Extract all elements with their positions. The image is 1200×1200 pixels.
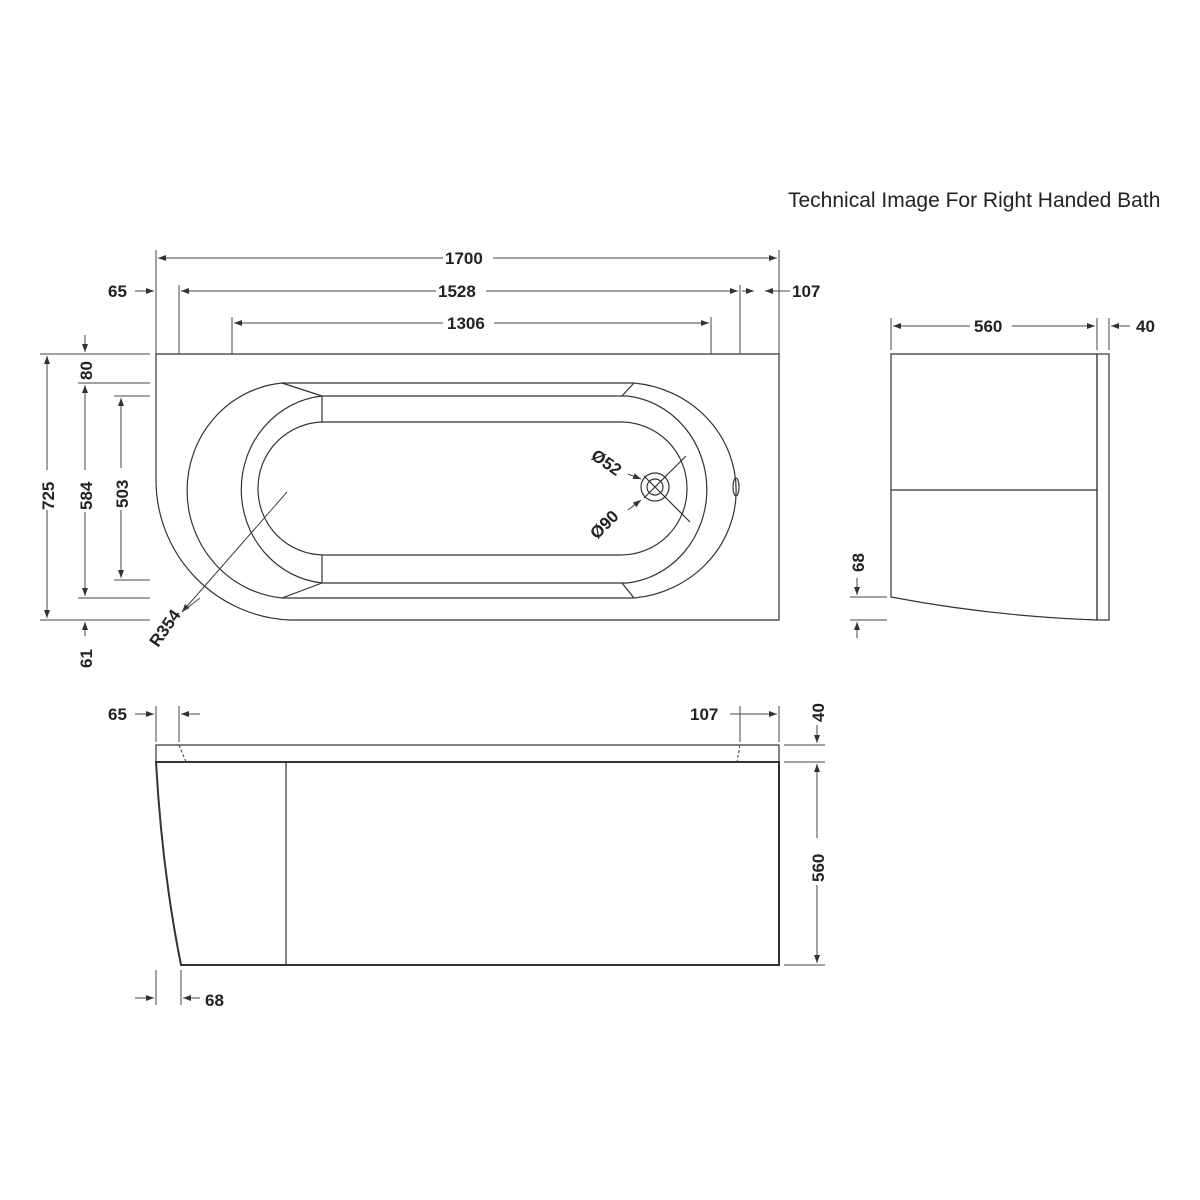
- front-height-label: 560: [809, 854, 828, 882]
- waste-outer-diameter-label: Ø90: [586, 507, 622, 543]
- waste-inner: [646, 478, 664, 496]
- bath-outline: [155, 353, 780, 621]
- inner-length-label: 1528: [438, 282, 476, 301]
- front-view: 65 107 40 560 68: [108, 703, 828, 1010]
- end-curve-offset-label: 68: [849, 553, 868, 572]
- front-rim: [155, 744, 780, 763]
- overflow-icon: [732, 477, 740, 497]
- end-view: 560 40 68: [849, 317, 1155, 638]
- front-curve-offset-label: 68: [205, 991, 224, 1010]
- rim-oval: [186, 382, 737, 599]
- bowl-width-label: 503: [113, 480, 132, 508]
- bowl-oval: [257, 421, 688, 556]
- front-panel: [154, 761, 780, 966]
- end-depth-label: 560: [974, 317, 1002, 336]
- top-offset-label: 80: [77, 361, 96, 380]
- plan-view: Ø52 Ø90 R354 1700 1528 1306 65 107 725 5…: [36, 249, 820, 668]
- waste-diameter-label: Ø52: [588, 446, 625, 480]
- right-offset-label: 107: [792, 282, 820, 301]
- end-panel: [890, 353, 1098, 621]
- radius-label: R354: [146, 606, 185, 651]
- inner-width-label: 584: [77, 481, 96, 510]
- front-left-offset-label: 65: [108, 705, 127, 724]
- end-rim-label: 40: [1136, 317, 1155, 336]
- drawing-title: Technical Image For Right Handed Bath: [788, 189, 1160, 212]
- chamfer-lines: [281, 382, 635, 599]
- bottom-offset-label: 61: [77, 649, 96, 668]
- front-right-offset-label: 107: [690, 705, 718, 724]
- left-offset-label: 65: [108, 282, 127, 301]
- waste-outer: [640, 472, 670, 502]
- end-rim: [1096, 353, 1110, 621]
- inner-rim-oval: [240, 395, 708, 584]
- front-rim-label: 40: [809, 703, 828, 722]
- overall-width-label: 725: [39, 482, 58, 510]
- overall-length-label: 1700: [445, 249, 483, 268]
- bowl-length-label: 1306: [447, 314, 485, 333]
- waste-cross: [643, 455, 691, 523]
